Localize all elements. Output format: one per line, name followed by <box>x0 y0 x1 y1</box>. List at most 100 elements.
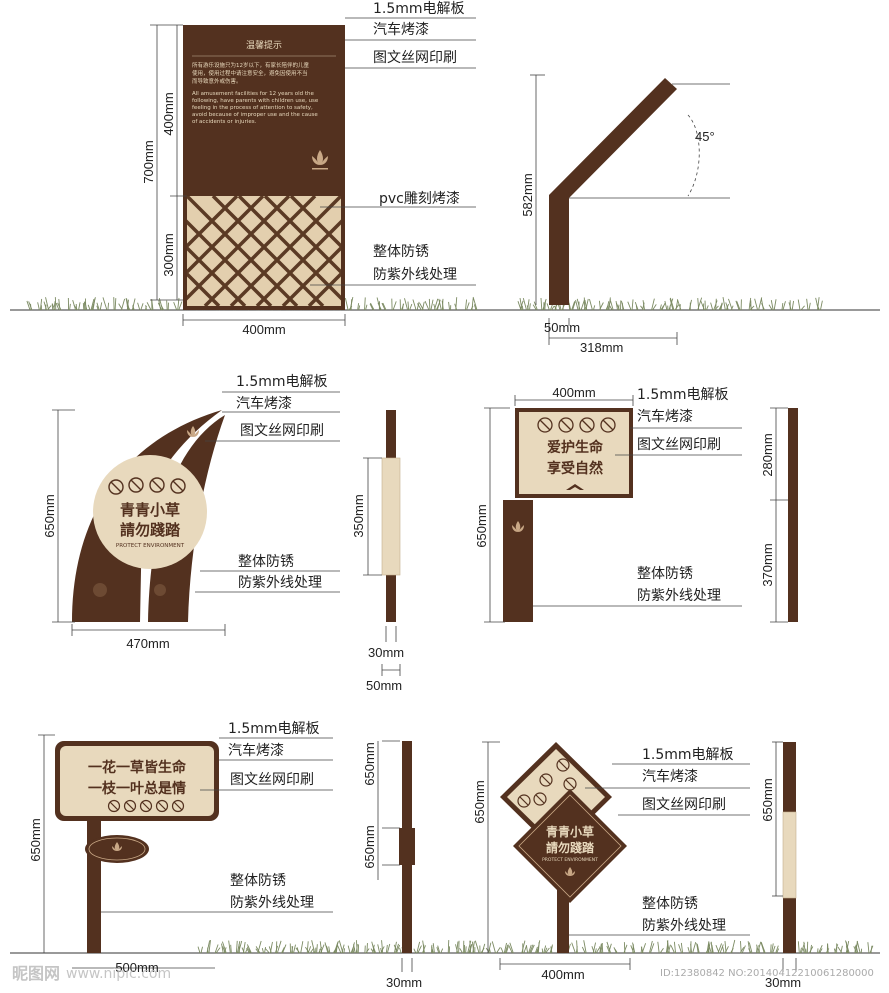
grass-blade <box>55 302 60 311</box>
grass-blade <box>208 939 211 954</box>
sign4-label-anti-rust: 整体防锈 <box>230 873 286 889</box>
grass-blade <box>523 945 527 954</box>
grass-blade <box>608 297 611 311</box>
grass-blade <box>816 304 820 311</box>
grass-blade <box>96 305 99 311</box>
grass-blade <box>715 298 717 311</box>
grass-blade <box>748 948 752 954</box>
grass-blade <box>572 301 576 311</box>
grass-blade <box>496 947 501 954</box>
grass-blade <box>722 297 726 311</box>
grass-blade <box>710 941 713 954</box>
grass-blade <box>589 299 593 311</box>
grass-blade <box>343 948 346 954</box>
grass-blade <box>419 302 424 311</box>
grass-blade <box>469 940 472 954</box>
grass-blade <box>576 298 581 311</box>
grass-blade <box>197 946 201 954</box>
grass-blade <box>335 945 338 954</box>
grass-blade <box>568 302 572 311</box>
grass-blade <box>544 947 548 954</box>
grass-decoration <box>26 296 874 954</box>
grass-blade <box>673 941 677 954</box>
grass-blade <box>417 945 422 954</box>
ground-lines <box>10 309 880 954</box>
grass-blade <box>615 302 620 311</box>
sign3-label-uv-treatment: 防紫外线处理 <box>637 588 721 604</box>
grass-blade <box>669 298 674 311</box>
sign1-label-anti-rust: 整体防锈 <box>373 244 429 260</box>
watermark-logo-text: 昵图网 <box>12 964 60 983</box>
grass-blade <box>432 943 435 954</box>
grass-blade <box>158 297 164 311</box>
grass-blade <box>373 947 377 954</box>
grass-blade <box>680 942 684 954</box>
grass-blade <box>353 944 356 954</box>
grass-blade <box>47 305 52 311</box>
grass-blade <box>808 302 811 311</box>
sign4-prohibition-icons <box>107 799 185 813</box>
side1-angled-post: 45° 582mm 50mm 318mm <box>520 74 730 355</box>
grass-blade <box>146 302 152 311</box>
grass-blade <box>157 302 163 311</box>
sign1-en-text-5: of accidents or injuries. <box>192 119 257 125</box>
sign5-label-screen-print: 图文丝网印刷 <box>642 797 726 813</box>
sign5-english: PROTECT ENVIRONMENT <box>542 857 598 863</box>
grass-blade <box>772 945 776 954</box>
sign5-label-anti-rust: 整体防锈 <box>642 896 698 912</box>
sign1-en-text-1: All amusement facilities for 12 years ol… <box>192 91 314 97</box>
grass-blade <box>481 943 486 954</box>
sign3-prohibition-icons <box>537 417 616 433</box>
grass-blade <box>364 297 366 311</box>
watermark-id-text: ID:12380842 NO:20140412210061280000 <box>660 968 874 979</box>
sign4-side-dim-30: 30mm <box>386 975 422 990</box>
sign2-labels: 1.5mm电解板 汽车烤漆 图文丝网印刷 整体防锈 防紫外线处理 <box>195 374 340 593</box>
sign1-lotus-logo-icon <box>312 150 328 170</box>
grass-blade <box>527 299 530 311</box>
grass-blade <box>526 305 529 311</box>
sign2-label-uv-treatment: 防紫外线处理 <box>238 575 322 591</box>
grass-blade <box>206 940 211 954</box>
grass-blade <box>642 300 645 311</box>
sign2-arc-sign: 青青小草 請勿踐踏 PROTECT ENVIRONMENT <box>72 410 225 622</box>
grass-blade <box>521 305 524 311</box>
grass-blade <box>295 947 301 954</box>
grass-blade <box>817 297 820 311</box>
grass-blade <box>758 945 760 954</box>
grass-blade <box>599 302 604 311</box>
sign5-side-view: 650mm 30mm <box>760 741 801 990</box>
grass-blade <box>651 298 655 311</box>
grass-blade <box>856 941 861 954</box>
grass-blade <box>431 946 434 954</box>
grass-blade <box>529 303 531 311</box>
grass-blade <box>107 302 110 311</box>
grass-blade <box>667 944 671 954</box>
grass-blade <box>454 303 458 311</box>
grass-blade <box>370 302 375 311</box>
grass-blade <box>627 301 632 311</box>
grass-blade <box>615 300 618 311</box>
grass-blade <box>472 296 478 311</box>
grass-blade <box>802 947 805 954</box>
grass-blade <box>741 945 746 954</box>
grass-blade <box>678 944 683 954</box>
grass-blade <box>652 304 657 311</box>
grass-blade <box>436 947 440 954</box>
sign1-warm-tip-board: 温馨提示 所有游乐设施只为12岁以下，有家长陪伴的儿童 使用，使用过程中请注意安… <box>183 25 345 310</box>
grass-blade <box>696 943 699 954</box>
sign4-labels: 1.5mm电解板 汽车烤漆 图文丝网印刷 整体防锈 防紫外线处理 <box>101 721 333 913</box>
grass-blade <box>92 298 96 311</box>
grass-blade <box>623 944 628 954</box>
sign1-label-pvc-carving: pvc雕刻烤漆 <box>379 191 460 207</box>
grass-blade <box>474 940 480 954</box>
grass-blade <box>550 946 553 954</box>
grass-blade <box>534 946 538 954</box>
grass-blade <box>797 299 801 311</box>
grass-blade <box>438 298 442 311</box>
grass-blade <box>328 946 331 954</box>
grass-blade <box>575 299 579 311</box>
grass-blade <box>173 302 178 311</box>
grass-blade <box>601 943 604 954</box>
grass-blade <box>417 303 422 311</box>
sign3-label-screen-print: 图文丝网印刷 <box>637 437 721 453</box>
